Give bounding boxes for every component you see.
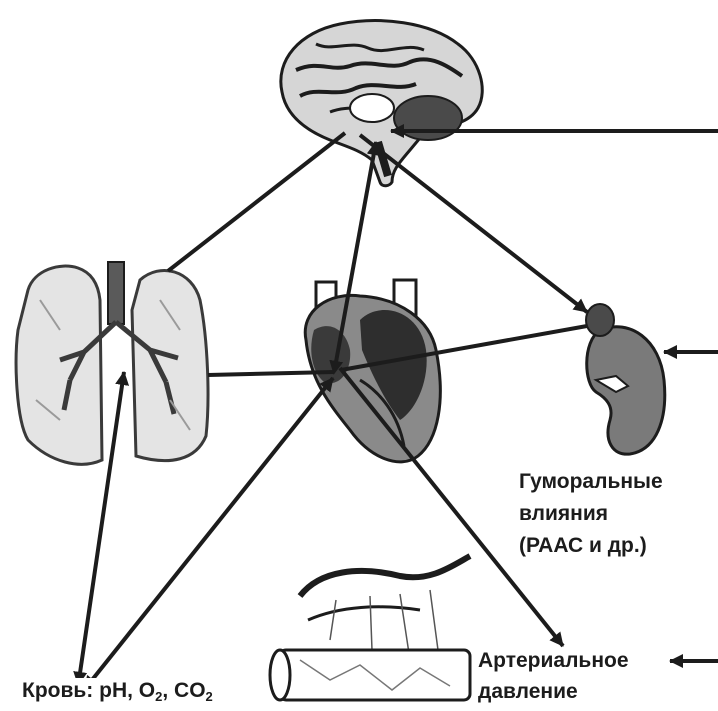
pressure-label-line1: Артериальное (478, 645, 629, 676)
lungs-icon (16, 262, 208, 464)
pressure-label-line2: давление (478, 676, 629, 707)
arterial-pressure-label: Артериальное давление (478, 645, 629, 707)
humoral-label-line2: влияния (519, 498, 663, 530)
blood-label-co2-sub: 2 (206, 689, 213, 704)
arrow-blood-heart (92, 378, 333, 680)
blood-vessel-icon (270, 556, 470, 700)
humoral-label-line1: Гуморальные (519, 466, 663, 498)
line-lungs-to-brain (168, 133, 345, 271)
blood-label: Кровь: pH, O2, CO2 (22, 678, 215, 710)
blood-label-prefix: Кровь: pH, O (22, 679, 155, 702)
blood-label-mid: , CO (162, 679, 205, 702)
humoral-label-line3: (РААС и др.) (519, 530, 663, 562)
kidney-icon (586, 304, 665, 454)
humoral-influence-label: Гуморальные влияния (РААС и др.) (519, 466, 663, 562)
